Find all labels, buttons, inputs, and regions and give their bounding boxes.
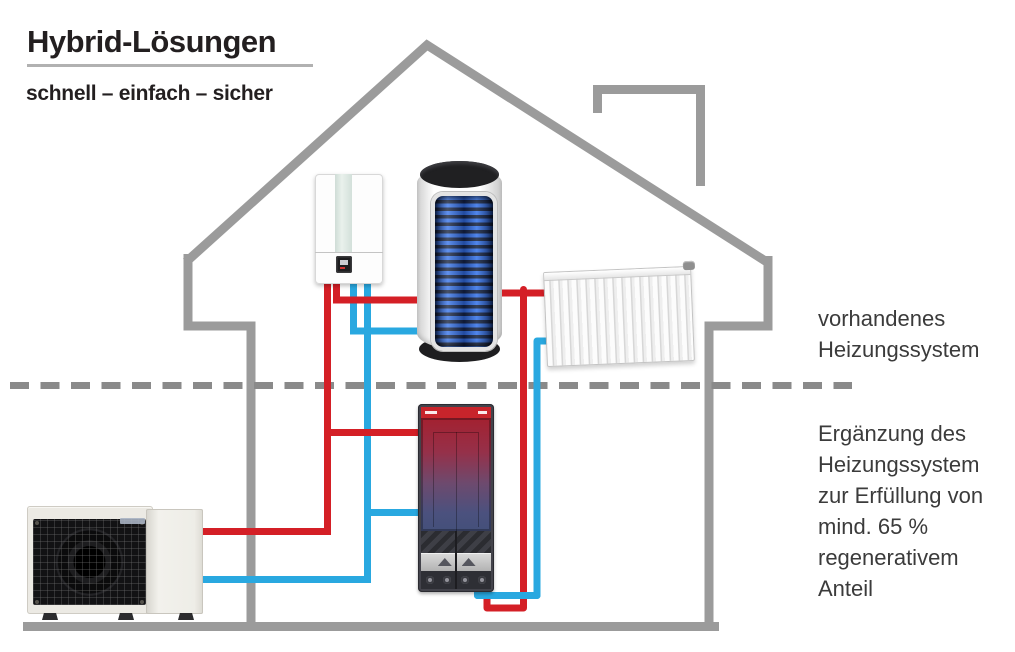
page-subtitle: schnell – einfach – sicher bbox=[26, 82, 273, 105]
title-underline bbox=[27, 64, 313, 67]
label-existing-heating-system: vorhandenes Heizungssystem bbox=[818, 306, 980, 362]
left-wall bbox=[183, 254, 256, 627]
chimney bbox=[593, 85, 705, 186]
hot-pipe-boiler-to-tank bbox=[333, 281, 419, 304]
cold-pipe-boiler-to-tank bbox=[350, 281, 419, 335]
heat-pump-brand-logo bbox=[120, 518, 145, 524]
wall-boiler bbox=[315, 174, 383, 284]
heat-pump-foot bbox=[178, 613, 194, 620]
tank-top-cap bbox=[420, 161, 499, 188]
indoor-unit-gradient-panel bbox=[421, 418, 491, 531]
cold-pipe-boiler-to-heatpump bbox=[201, 281, 371, 583]
boiler-panel-split bbox=[315, 252, 383, 253]
radiator-valve bbox=[682, 260, 696, 271]
screw-icon bbox=[35, 521, 39, 525]
indoor-unit-center-divider bbox=[455, 531, 457, 589]
boiler-front-stripe bbox=[335, 174, 352, 252]
hot-pipe-boiler-to-heatpump bbox=[201, 281, 331, 535]
heat-pump-foot bbox=[42, 613, 58, 620]
heat-pump-foot bbox=[118, 613, 134, 620]
indoor-unit-brand-bar bbox=[421, 407, 491, 418]
right-wall bbox=[704, 256, 773, 627]
screw-icon bbox=[140, 600, 144, 604]
house-outline bbox=[182, 39, 773, 627]
page-title: Hybrid-Lösungen bbox=[27, 24, 277, 59]
tank-coil-window bbox=[431, 192, 497, 351]
boiler-display bbox=[336, 256, 352, 273]
heat-pump-fan-grille bbox=[33, 519, 146, 605]
label-supplement-heating-system: Ergänzung des Heizungssystem zur Erfüllu… bbox=[818, 421, 984, 601]
hybrid-indoor-unit bbox=[418, 404, 494, 592]
hot-pipe-radiator-to-indoor-unit bbox=[483, 286, 527, 612]
heat-pump-outdoor-unit bbox=[27, 506, 153, 614]
screw-icon bbox=[35, 600, 39, 604]
heat-pump-side-panel bbox=[146, 509, 203, 614]
panel-radiator bbox=[543, 260, 696, 368]
roof-line bbox=[182, 39, 773, 268]
hot-water-pipes bbox=[201, 281, 548, 612]
